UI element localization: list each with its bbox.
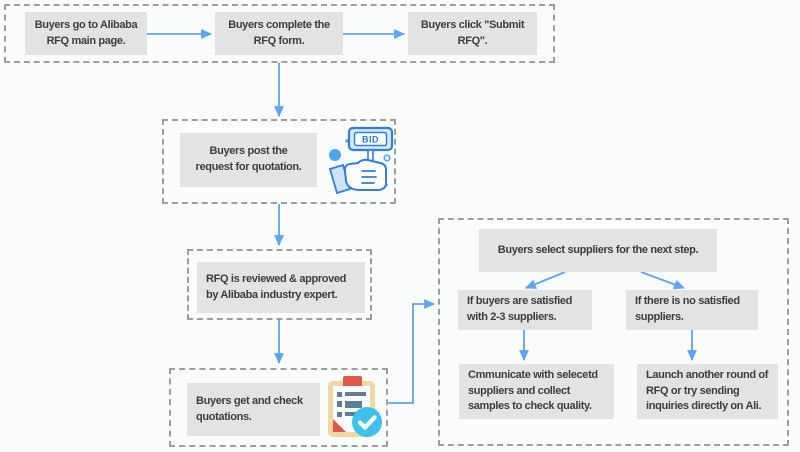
check-circle: [352, 407, 382, 437]
review-container: [187, 249, 372, 320]
bid-hand-icon: BID: [328, 126, 394, 195]
step-go-to-rfq-page: Buyers go to Alibaba RFQ main page.: [25, 12, 147, 55]
action-communicate-suppliers: Cmmunicate with selecetd suppliers and c…: [459, 364, 614, 419]
step-rfq-reviewed: RFQ is reviewed & approved by Alibaba in…: [197, 262, 365, 313]
step-check-quotations: Buyers get and check quotations.: [187, 383, 320, 436]
quotation-checklist-icon: [328, 376, 382, 437]
step-click-submit-rfq: Buyers click "Submit RFQ".: [408, 12, 537, 55]
post-rfq-container: [162, 119, 396, 204]
check-mark: [357, 415, 377, 430]
decor-dot: [345, 139, 349, 143]
check-quotations-container: [169, 368, 388, 447]
step-post-request: Buyers post the request for quotation.: [180, 133, 317, 187]
action-relaunch-rfq: Launch another round of RFQ or try sendi…: [637, 364, 778, 419]
fist: [343, 158, 387, 191]
fist-fingers: [361, 170, 377, 184]
bid-sign-inner: [353, 131, 388, 147]
supplier-selection-container: [438, 218, 789, 446]
decor-dot: [329, 149, 341, 161]
top-row-container: [4, 4, 555, 63]
folded-corner: [333, 419, 346, 432]
step-complete-rfq-form: Buyers complete the RFQ form.: [215, 12, 343, 55]
bid-sign-text: BID: [362, 135, 379, 145]
decor-ring: [383, 154, 391, 162]
branch-unsatisfied: If there is no satisfied suppliers.: [626, 290, 758, 330]
branch-satisfied: If buyers are satisfied with 2-3 supplie…: [458, 290, 592, 330]
clipboard-clip: [343, 376, 362, 388]
arrow-check-rightpanel: [388, 299, 436, 404]
step-select-suppliers: Buyers select suppliers for the next ste…: [479, 229, 717, 272]
checklist-rows: [337, 392, 366, 417]
